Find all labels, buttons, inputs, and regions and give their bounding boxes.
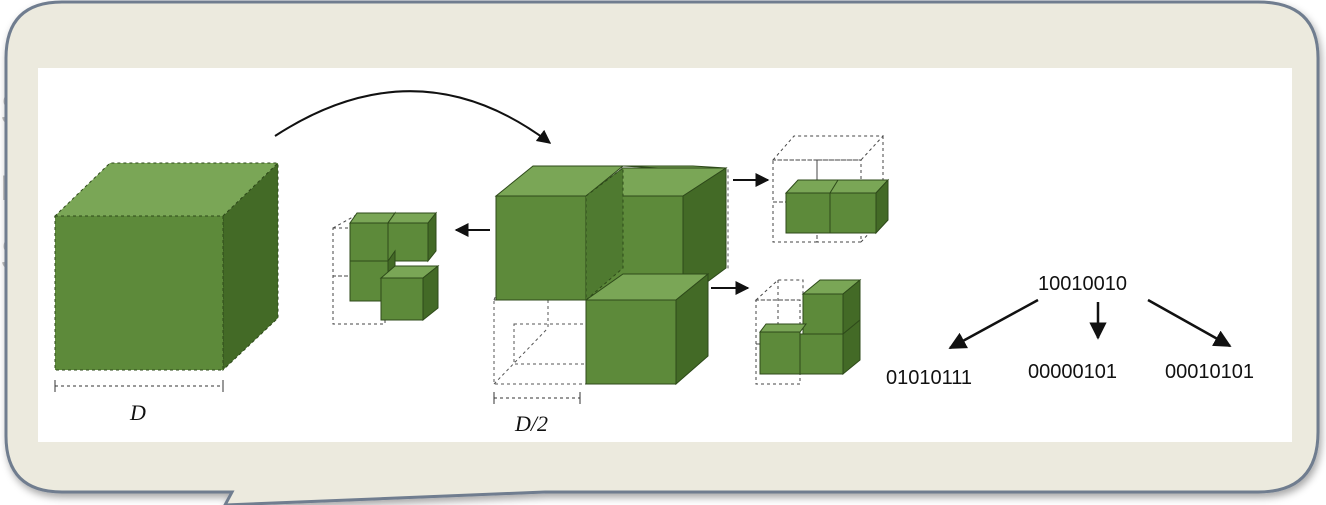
dimension-d: D <box>54 380 224 425</box>
byte-child-2: 00000101 <box>1028 361 1117 383</box>
label-d: D <box>129 400 146 425</box>
byte-child-1: 01010111 <box>886 367 972 389</box>
byte-parent: 10010010 <box>1038 273 1127 295</box>
curved-arrow <box>274 90 552 144</box>
dimension-d-half: D/2 <box>493 392 581 436</box>
byte-child-3: 00010101 <box>1165 361 1254 383</box>
byte-arrow-left <box>948 298 1039 350</box>
octree-figure: D <box>38 68 1292 442</box>
split-cube <box>493 165 729 386</box>
small-node-bottom-right <box>754 278 862 385</box>
byte-tree: 10010010 01010111 00000101 00010101 <box>886 273 1254 389</box>
small-node-left <box>332 211 440 325</box>
byte-arrow-right <box>1147 298 1232 348</box>
large-cube <box>53 161 280 372</box>
label-d-half: D/2 <box>514 411 548 436</box>
small-node-top-right <box>771 135 890 243</box>
